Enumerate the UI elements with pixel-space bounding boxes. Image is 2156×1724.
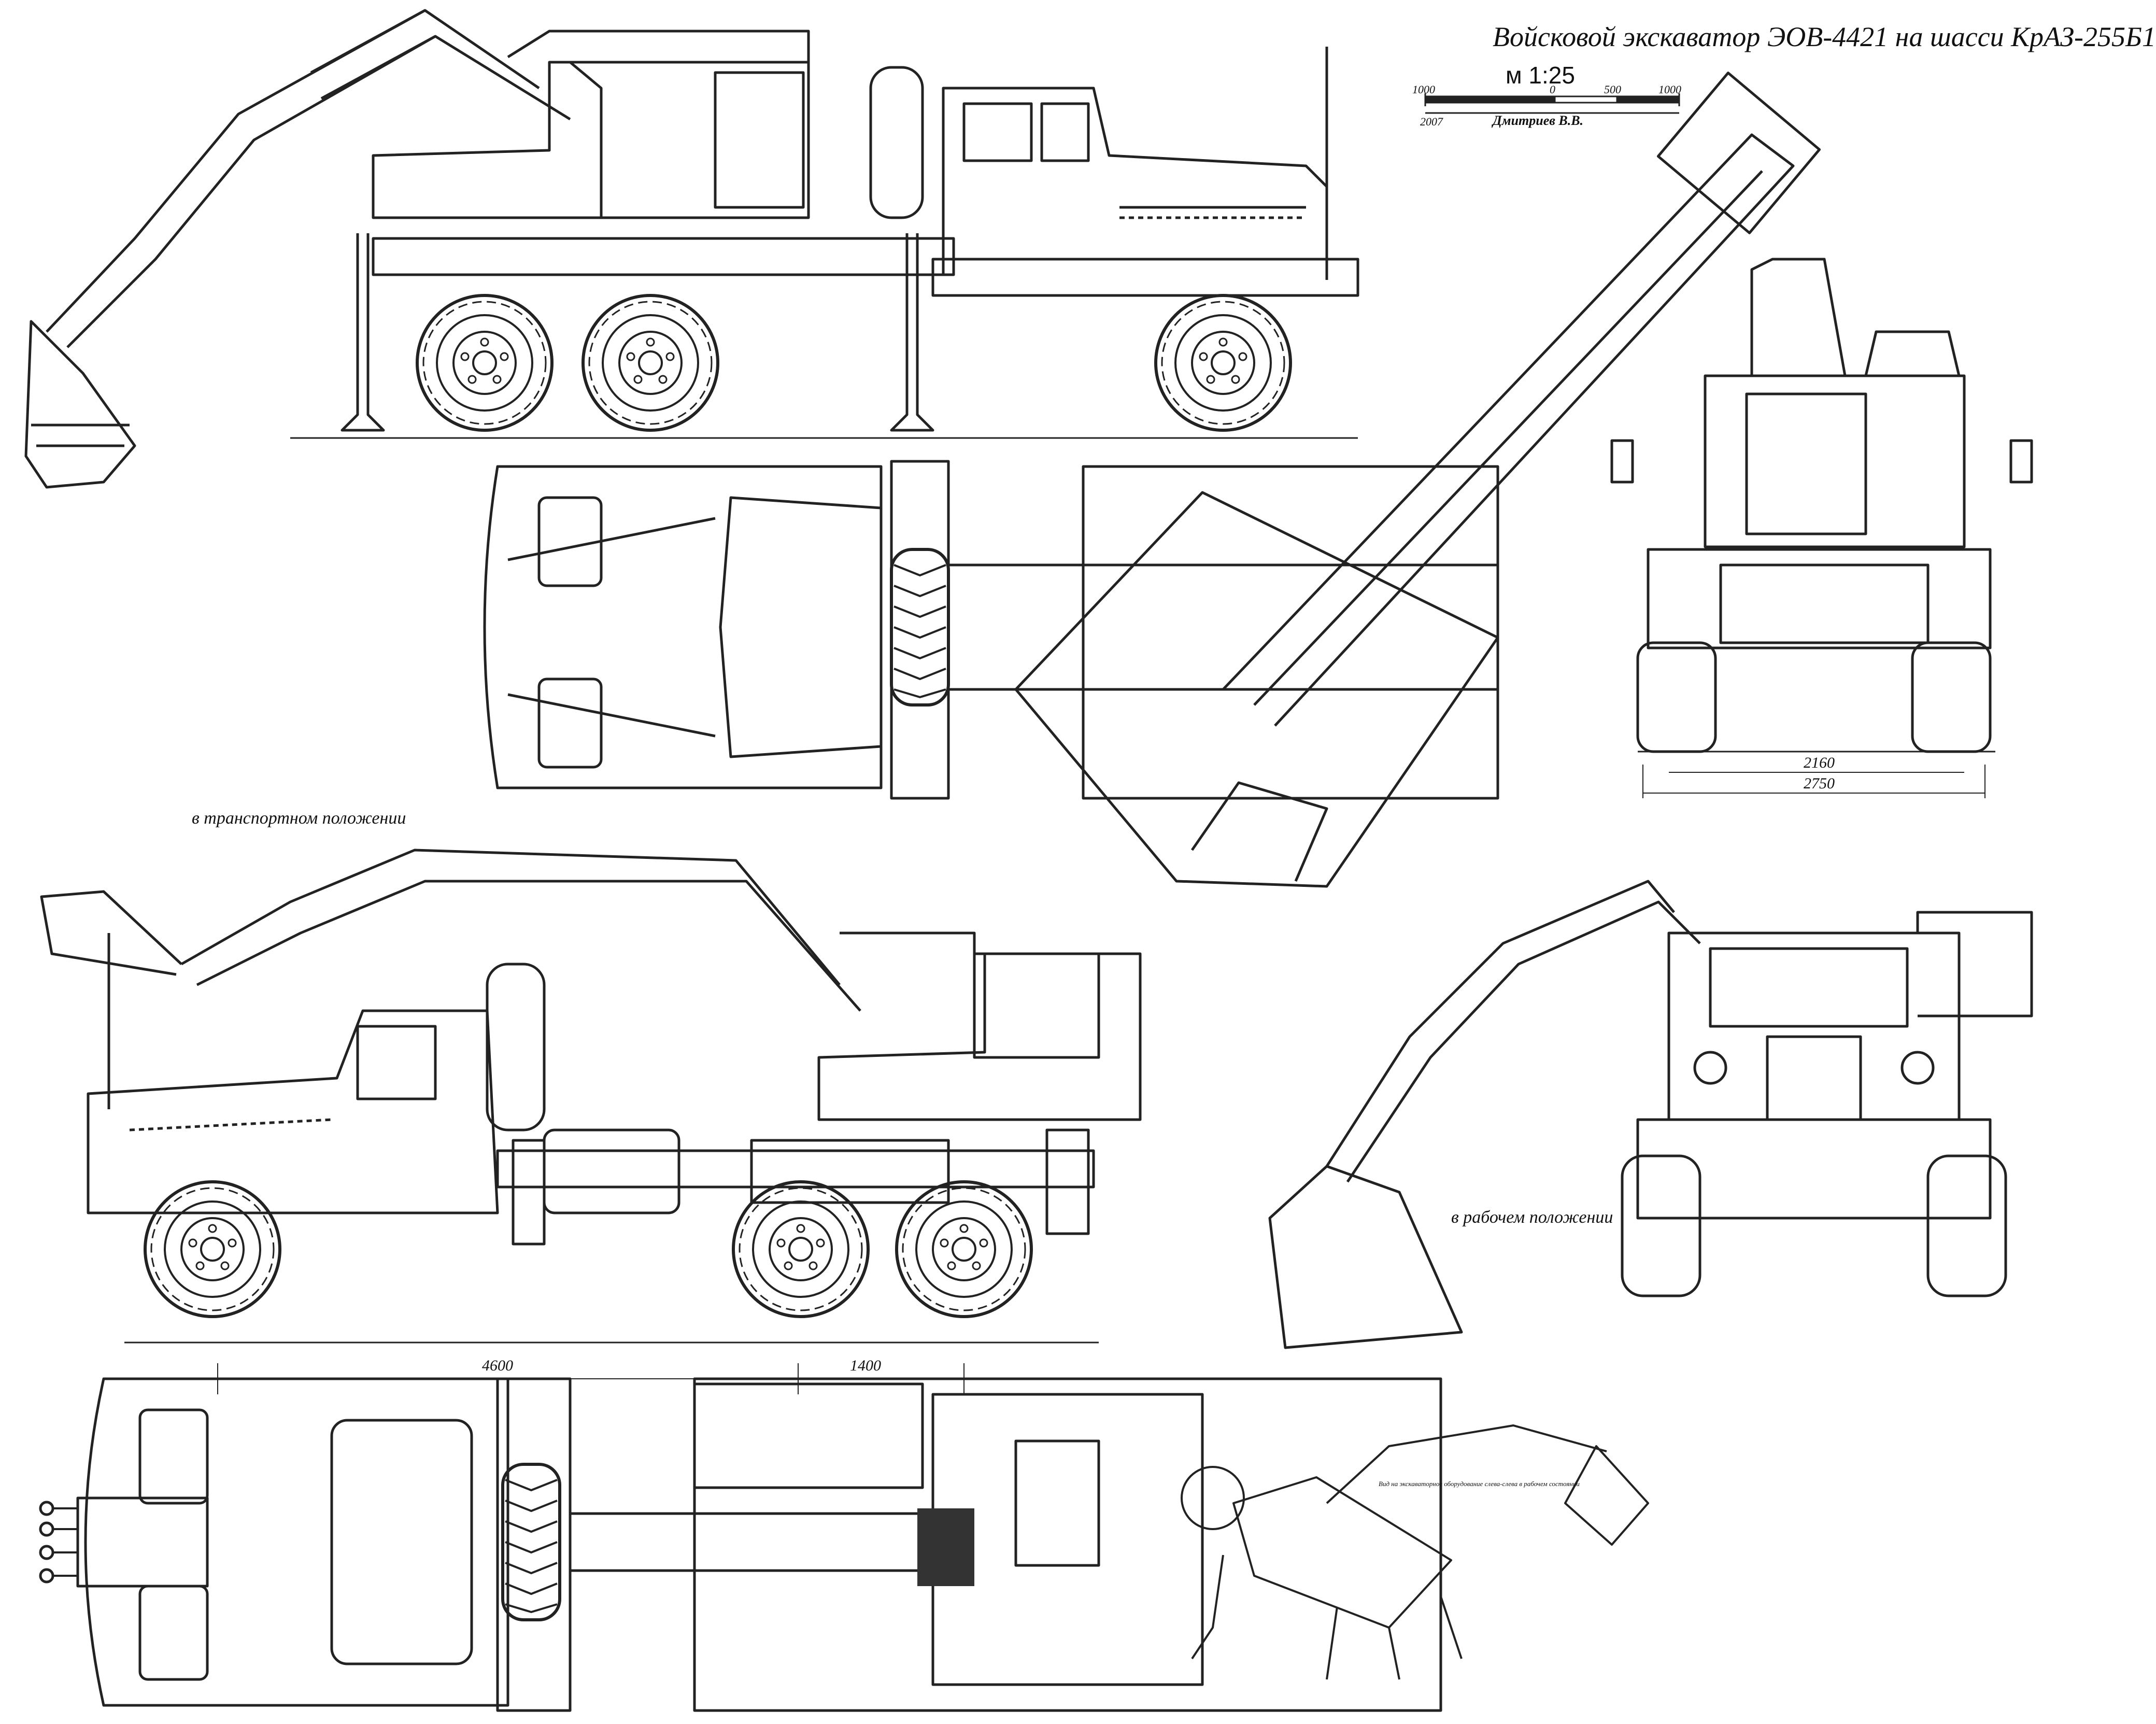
top-view-transport	[39, 1377, 1442, 1712]
drawing-author: Дмитриев В.В.	[1493, 113, 1584, 128]
dimension-lines	[217, 1363, 964, 1394]
side-view-working	[24, 9, 1359, 489]
dim-track-inner: 2160	[1804, 754, 1835, 771]
front-view-working	[1268, 880, 2033, 1349]
scale-tick-1000-left: 1000	[1412, 83, 1435, 96]
perspective-view	[1181, 1424, 1649, 1680]
sheet-title: Войсковой экскаватор ЭОВ-4421 на шасси К…	[1493, 21, 2156, 52]
dim-wheelbase: 4600	[482, 1357, 513, 1374]
caption-perspective-note: Вид на экскаваторное оборудование слева-…	[1379, 1480, 1580, 1488]
scale-bar	[1424, 93, 1680, 114]
top-view-working	[483, 72, 1821, 888]
scale-label: м 1:25	[1506, 62, 1575, 89]
blueprint-sheet	[24, 9, 2033, 1712]
rear-view	[1610, 258, 2033, 798]
scale-tick-500: 500	[1604, 83, 1621, 96]
side-view-transport	[40, 849, 1142, 1344]
scale-tick-1000-right: 1000	[1658, 83, 1681, 96]
drawing-year: 2007	[1420, 115, 1443, 128]
dim-track-outer: 2750	[1804, 775, 1835, 792]
caption-transport: в транспортном положении	[192, 809, 406, 828]
scale-tick-0: 0	[1550, 83, 1555, 96]
dim-bogie: 1400	[850, 1357, 881, 1374]
caption-working: в рабочем положении	[1451, 1208, 1613, 1227]
